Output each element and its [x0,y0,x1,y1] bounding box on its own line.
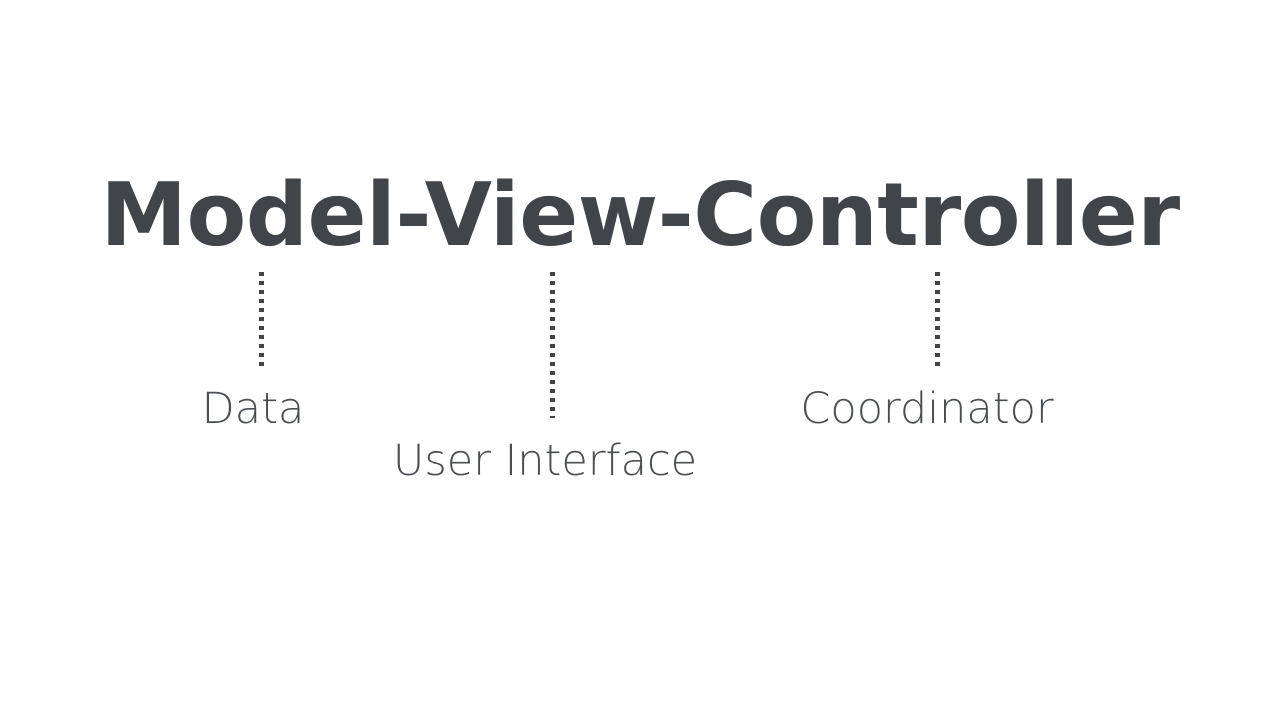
controller-connector-line [935,272,940,366]
label-view: User Interface [392,436,698,486]
label-model: Data [201,384,305,434]
page-title: Model-View-Controller [100,164,1180,266]
model-connector-line [259,272,264,366]
label-controller: Coordinator [800,384,1054,434]
view-connector-line [550,272,555,418]
